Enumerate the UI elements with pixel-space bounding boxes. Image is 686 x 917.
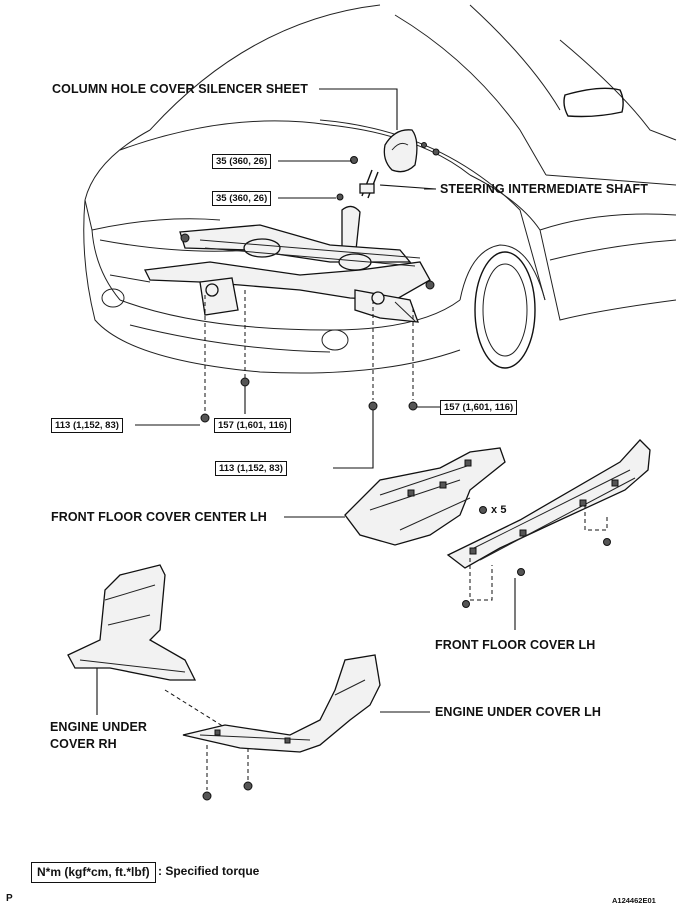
torque-box-crossmember-front-lh: 113 (1,152, 83) xyxy=(215,461,287,476)
figure-id: A124462E01 xyxy=(612,896,656,905)
steering-shaft-label: STEERING INTERMEDIATE SHAFT xyxy=(440,182,649,196)
column-hole-cover-label: COLUMN HOLE COVER SILENCER SHEET xyxy=(52,82,308,96)
quantity-label: x 5 xyxy=(491,504,507,516)
crossmember-assembly xyxy=(109,224,435,323)
torque-box-crossmember-rear-lh: 157 (1,601, 116) xyxy=(440,400,518,415)
front-floor-cover-lh-part xyxy=(446,439,651,630)
torque-box-crossmember-rear-rh: 157 (1,601, 116) xyxy=(214,418,292,433)
engine-under-cover-lh-part xyxy=(182,654,430,801)
torque-legend-text: : Specified torque xyxy=(158,864,260,878)
engine-under-rh-label-line2: COVER RH xyxy=(50,737,117,751)
engine-under-rh-label-line1: ENGINE UNDER xyxy=(50,720,148,734)
engine-under-cover-rh-part xyxy=(67,564,246,741)
steering-shaft-part xyxy=(336,169,379,256)
torque-box-steering-shaft: 35 (360, 26) xyxy=(212,191,272,206)
torque-unit-legend-box: N*m (kgf*cm, ft.*lbf) xyxy=(31,862,156,883)
front-floor-cover-center-part xyxy=(284,447,506,546)
torque-box-column-cover: 35 (360, 26) xyxy=(212,154,272,169)
front-floor-center-label: FRONT FLOOR COVER CENTER LH xyxy=(51,510,267,524)
torque-leaders-top xyxy=(135,88,440,469)
torque-box-crossmember-front-rh: 113 (1,152, 83) xyxy=(51,418,123,433)
engine-under-lh-label: ENGINE UNDER COVER LH xyxy=(435,705,602,719)
page-marker: P xyxy=(6,893,13,904)
car-body-outline xyxy=(83,4,677,374)
front-floor-cover-label: FRONT FLOOR COVER LH xyxy=(435,638,596,652)
column-hole-cover-part xyxy=(350,129,440,173)
